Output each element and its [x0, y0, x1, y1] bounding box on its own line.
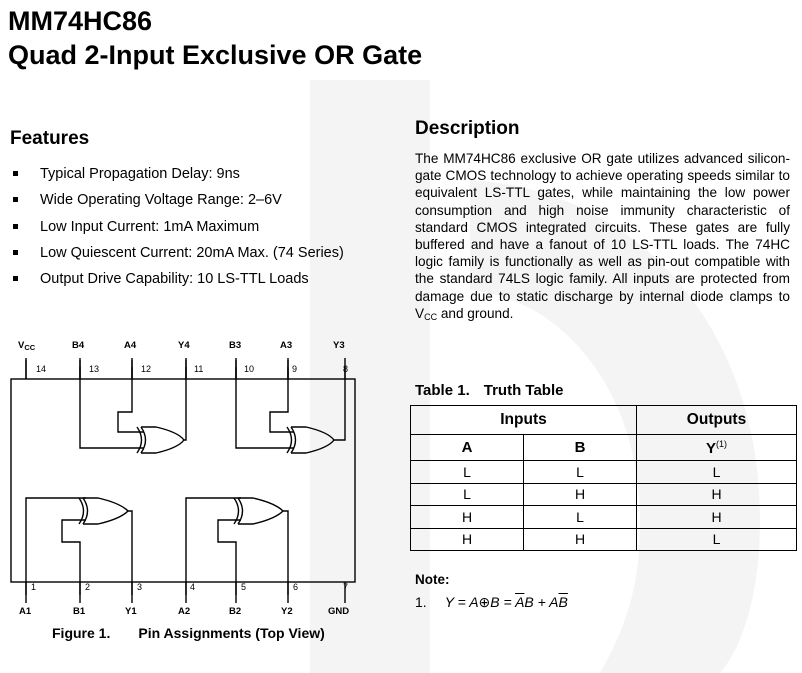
table-cell: L: [636, 460, 797, 484]
pin-label-vcc: VCC: [18, 340, 36, 352]
pin-label-b1: B1: [73, 606, 86, 617]
figure-caption: Figure 1. Pin Assignments (Top View): [52, 625, 325, 641]
equation-part: Y = A: [444, 594, 479, 610]
table-cell: H: [636, 482, 797, 506]
description-text-end: and ground.: [437, 305, 514, 321]
pin-number: 3: [137, 582, 142, 592]
xor-symbol: ⊕: [478, 594, 491, 610]
equation-part: B + A: [524, 594, 559, 610]
table-title: Table 1. Truth Table: [415, 382, 563, 399]
note-number: 1.: [415, 594, 427, 610]
pin-number: 12: [141, 364, 151, 374]
pin-label-y1: Y1: [125, 606, 137, 617]
equation-a-bar: A: [515, 594, 525, 610]
pin-number: 13: [89, 364, 99, 374]
chip-outline: [10, 378, 356, 583]
table-row: L L L: [410, 460, 797, 484]
table-cell: H: [410, 505, 524, 529]
pin-number: 4: [190, 582, 195, 592]
pin-number: 10: [244, 364, 254, 374]
note-equation: 1. Y = A⊕B = AB + AB: [415, 594, 568, 611]
feature-item: Wide Operating Voltage Range: 2–6V: [12, 187, 344, 213]
table-row: H L H: [410, 505, 797, 529]
outputs-header: Outputs: [636, 405, 797, 435]
table-cell: L: [410, 460, 524, 484]
equation-part: B =: [490, 594, 516, 610]
pin-label-y2: Y2: [281, 606, 293, 617]
table-cell: L: [523, 505, 637, 529]
column-y-label: Y: [705, 439, 716, 457]
pin-number: 7: [343, 582, 348, 592]
vcc-subscript: CC: [424, 311, 438, 322]
pin-label-y3: Y3: [333, 340, 345, 351]
pin-number: 5: [241, 582, 246, 592]
pin-assignment-diagram: VCC B4 A4 Y4 B3 A3 Y3 14 13 12 11 10 9 8…: [10, 340, 356, 617]
pin-label-a1: A1: [19, 606, 32, 617]
features-list: Typical Propagation Delay: 9ns Wide Oper…: [12, 161, 344, 292]
description-paragraph: The MM74HC86 exclusive OR gate utilizes …: [415, 150, 790, 326]
inputs-header: Inputs: [410, 405, 637, 435]
pin-label-b4: B4: [72, 340, 85, 351]
pin-number: 6: [293, 582, 298, 592]
document-subtitle: Quad 2-Input Exclusive OR Gate: [8, 40, 423, 70]
xor-gate-2: [185, 497, 289, 595]
pin-number: 1: [31, 582, 36, 592]
pin-label-b3: B3: [229, 340, 241, 351]
table-cell: L: [636, 527, 797, 551]
truth-table: Inputs Outputs A B Y(1) L L L L H H H L …: [410, 405, 797, 551]
table-cell: H: [523, 527, 637, 551]
feature-item: Output Drive Capability: 10 LS-TTL Loads: [12, 266, 344, 292]
column-a-header: A: [410, 434, 524, 461]
pin-number: 9: [292, 364, 297, 374]
pin-label-a4: A4: [124, 340, 137, 351]
table-row: L H H: [410, 482, 797, 506]
column-y-footnote: (1): [716, 438, 727, 449]
feature-item: Typical Propagation Delay: 9ns: [12, 161, 344, 187]
equation-b-bar: B: [558, 594, 568, 610]
table-row: H H L: [410, 527, 797, 551]
figure-title: Pin Assignments (Top View): [138, 625, 325, 641]
pin-number: 14: [36, 364, 46, 374]
pin-label-gnd: GND: [328, 606, 349, 617]
xor-gate-1: [25, 497, 133, 595]
table-cell: L: [523, 460, 637, 484]
xor-gate-3: [235, 367, 346, 454]
xor-gate-4: [79, 367, 187, 454]
feature-item: Low Input Current: 1mA Maximum: [12, 214, 344, 240]
table-name: Truth Table: [483, 382, 564, 399]
description-heading: Description: [415, 118, 520, 139]
pin-number: 2: [85, 582, 90, 592]
column-y-header: Y(1): [636, 434, 797, 461]
pin-label-a3: A3: [280, 340, 292, 351]
table-cell: H: [523, 482, 637, 506]
description-text: The MM74HC86 exclusive OR gate utilizes …: [415, 151, 790, 321]
pin-label-y4: Y4: [178, 340, 190, 351]
table-cell: H: [410, 527, 524, 551]
pin-number: 11: [194, 364, 203, 374]
table-cell: H: [636, 505, 797, 529]
feature-item: Low Quiescent Current: 20mA Max. (74 Ser…: [12, 240, 344, 266]
note-heading: Note:: [415, 572, 450, 587]
figure-label: Figure 1.: [52, 625, 111, 641]
document-title: MM74HC86: [8, 6, 153, 36]
column-b-header: B: [523, 434, 637, 461]
pin-number: 8: [343, 364, 348, 374]
table-cell: L: [410, 482, 524, 506]
table-label: Table 1.: [415, 382, 470, 399]
features-heading: Features: [10, 128, 90, 149]
pin-label-a2: A2: [178, 606, 190, 617]
pin-label-b2: B2: [229, 606, 241, 617]
